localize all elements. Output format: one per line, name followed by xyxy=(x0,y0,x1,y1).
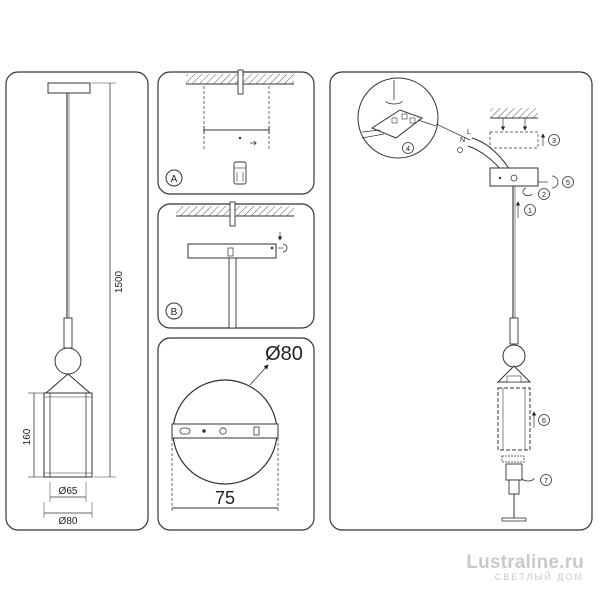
install-shade xyxy=(497,387,531,451)
ground-icon xyxy=(457,147,463,153)
mounting-plate-outline xyxy=(489,131,539,149)
canopy-plate xyxy=(47,82,91,94)
watermark-site-b: line.ru xyxy=(525,552,584,573)
step-3-badge xyxy=(548,134,560,146)
panel-a-frame xyxy=(157,71,315,195)
step-7-badge xyxy=(540,474,552,486)
step-a-label: A xyxy=(171,174,178,185)
dim-total-label: 1500 xyxy=(114,270,125,293)
canopy-width-label: 75 xyxy=(215,488,235,508)
panel-dimensions-frame xyxy=(5,71,149,531)
dim-outer-diameter-label: Ø80 xyxy=(59,516,78,527)
panel-step-a: A xyxy=(157,69,315,195)
wire-label-n: N xyxy=(460,137,465,144)
step-7-label: 7 xyxy=(544,476,548,485)
step-1-badge xyxy=(524,204,536,216)
install-ball xyxy=(502,344,526,368)
step-b-label: B xyxy=(171,307,178,318)
dowel-icon xyxy=(233,161,247,185)
step-4-label: 4 xyxy=(406,144,410,153)
panel-canopy-frame xyxy=(157,337,315,531)
wire-live xyxy=(471,137,511,171)
step-4-badge xyxy=(402,142,414,154)
step-2-badge xyxy=(538,188,550,200)
step-5-badge xyxy=(562,176,574,188)
step-1-label: 1 xyxy=(528,206,532,215)
panel-installation-frame xyxy=(329,71,593,531)
watermark-site-a: Lustra xyxy=(466,552,526,573)
step-6-label: 6 xyxy=(542,416,546,425)
step-b-badge xyxy=(165,302,183,320)
cone-element xyxy=(44,373,92,394)
panel-canopy-size: Ø80 75 xyxy=(157,337,315,531)
cable-connector xyxy=(63,317,73,349)
watermark-subtitle: СВЕТЛЫЙ ДОМ xyxy=(494,572,584,582)
step-6-badge xyxy=(538,414,550,426)
dim-inner-diameter-label: Ø65 xyxy=(59,486,78,497)
watermark-logo-text: Lustraline.ru xyxy=(466,552,584,574)
terminal-block xyxy=(370,109,424,139)
step-a-badge xyxy=(165,169,183,187)
wire-label-l: L xyxy=(467,129,471,136)
step-5-label: 5 xyxy=(566,178,570,187)
site-watermark: Lustraline.ru СВЕТЛЫЙ ДОМ xyxy=(466,552,584,582)
canopy-diameter-label: Ø80 xyxy=(265,343,303,365)
dim-lower-label: 160 xyxy=(22,428,33,445)
diameter-leader xyxy=(249,364,269,386)
step-3-label: 3 xyxy=(552,136,556,145)
suspension-rod xyxy=(228,257,237,329)
lamp-body xyxy=(43,392,93,478)
ceiling-hatch-install xyxy=(490,108,538,118)
bulb-holder xyxy=(505,463,523,481)
panel-step-b: B xyxy=(157,201,315,329)
bulb-base xyxy=(501,517,527,522)
step-2-label: 2 xyxy=(542,190,546,199)
panel-installation: 4 3 L N 2 5 1 xyxy=(329,71,593,531)
panel-dimensions: 1500 160 Ø65 Ø80 xyxy=(5,71,149,531)
decorative-ball xyxy=(54,347,82,375)
